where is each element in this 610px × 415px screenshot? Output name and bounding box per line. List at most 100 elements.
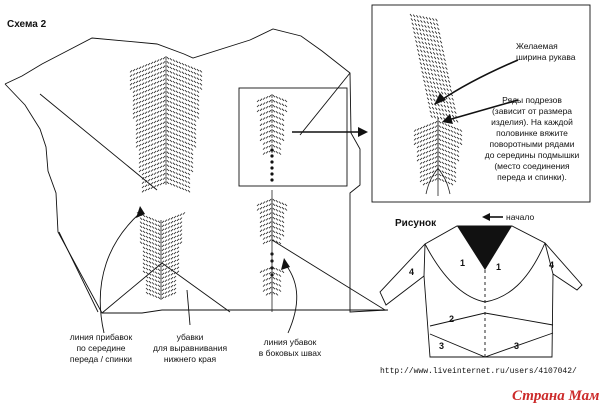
stitch-mark <box>159 148 163 151</box>
stitch-mark <box>175 159 179 162</box>
stitch-mark <box>426 97 430 101</box>
stitch-mark <box>166 142 170 146</box>
stitch-mark <box>147 92 151 96</box>
stitch-mark <box>181 127 185 130</box>
stitch-mark <box>178 169 182 172</box>
stitch-mark <box>428 154 432 157</box>
stitch-mark <box>181 166 185 169</box>
stitch-mark <box>147 178 151 182</box>
stitch-mark <box>444 132 448 135</box>
stitch-mark <box>141 99 145 103</box>
stitch-mark <box>153 124 157 128</box>
stitch-mark <box>420 36 424 40</box>
stitch-mark <box>278 205 282 209</box>
stitch-mark <box>159 165 163 169</box>
stitch-mark <box>153 81 157 85</box>
stitch-mark <box>434 160 438 164</box>
stitch-mark <box>443 87 446 91</box>
stitch-mark <box>164 291 168 294</box>
stitch-mark <box>431 130 435 134</box>
stitch-mark <box>421 70 424 74</box>
stitch-mark <box>431 152 435 156</box>
stitch-mark <box>434 142 438 146</box>
stitch-mark <box>181 140 185 143</box>
stitch-mark <box>150 87 154 91</box>
stitch-mark <box>424 41 428 45</box>
stitch-mark <box>176 270 180 274</box>
stitch-mark <box>159 83 163 87</box>
stitch-mark <box>150 74 154 78</box>
stitch-mark <box>175 167 179 171</box>
stitch-mark <box>156 171 160 174</box>
stitch-mark <box>141 138 145 141</box>
stitch-mark <box>166 121 170 124</box>
stitch-mark <box>262 147 266 150</box>
stitch-mark <box>151 266 155 269</box>
stitch-mark <box>181 131 185 135</box>
stitch-mark <box>278 107 282 110</box>
stitch-mark <box>275 106 279 109</box>
stitch-mark <box>262 219 266 222</box>
stitch-mark <box>187 134 191 137</box>
stitch-mark <box>138 100 142 104</box>
stitch-mark <box>175 124 179 128</box>
stitch-mark <box>148 240 152 244</box>
stitch-mark <box>265 227 269 230</box>
stitch-mark <box>272 225 276 229</box>
stitch-mark <box>184 98 188 102</box>
stitch-mark <box>419 144 423 148</box>
stitch-mark <box>156 63 160 67</box>
stitch-mark <box>147 110 151 113</box>
svg-text:до середины подмышки: до середины подмышки <box>485 150 580 160</box>
stitch-mark <box>175 73 179 76</box>
stitch-mark <box>436 39 440 43</box>
stitch-mark <box>154 219 158 222</box>
stitch-mark <box>430 38 433 42</box>
stitch-mark <box>154 227 158 230</box>
stitch-mark <box>178 160 182 164</box>
stitch-mark <box>272 114 276 118</box>
stitch-mark <box>141 116 145 120</box>
stitch-mark <box>431 89 434 93</box>
stitch-mark <box>425 150 429 154</box>
stitch-mark <box>170 216 174 220</box>
stitch-mark <box>181 153 185 156</box>
stitch-mark <box>427 55 430 59</box>
stitch-mark <box>438 147 442 150</box>
stitch-mark <box>159 126 163 130</box>
stitch-mark <box>447 150 451 154</box>
stitch-mark <box>272 129 276 133</box>
stitch-mark <box>199 78 203 82</box>
stitch-mark <box>275 111 279 114</box>
stitch-mark <box>265 116 269 119</box>
stitch-mark <box>441 166 445 169</box>
stitch-mark <box>135 89 139 92</box>
stitch-mark <box>161 236 165 240</box>
stitch-mark <box>272 139 276 143</box>
stitch-mark <box>159 70 163 74</box>
stitch-mark <box>172 136 176 140</box>
stitch-mark <box>432 81 436 85</box>
stitch-mark <box>141 168 145 172</box>
stitch-mark <box>172 102 176 105</box>
stitch-mark <box>147 97 151 100</box>
stitch-mark <box>187 155 191 159</box>
stitch-mark <box>181 144 185 148</box>
stitch-mark <box>428 106 432 110</box>
stitch-mark <box>256 99 260 103</box>
pointer-hem <box>186 289 191 326</box>
stitch-mark <box>175 163 179 167</box>
stitch-mark <box>169 126 173 130</box>
stitch-mark <box>196 90 200 93</box>
arrowhead-side-seam <box>281 258 290 270</box>
stitch-mark <box>147 123 151 126</box>
stitch-mark <box>153 103 157 107</box>
stitch-mark <box>275 231 279 235</box>
stitch-mark <box>142 218 146 222</box>
stitch-mark <box>420 49 423 53</box>
stitch-mark <box>456 128 460 131</box>
stitch-mark <box>434 129 438 133</box>
stitch-mark <box>272 216 276 220</box>
stitch-mark <box>435 18 438 22</box>
